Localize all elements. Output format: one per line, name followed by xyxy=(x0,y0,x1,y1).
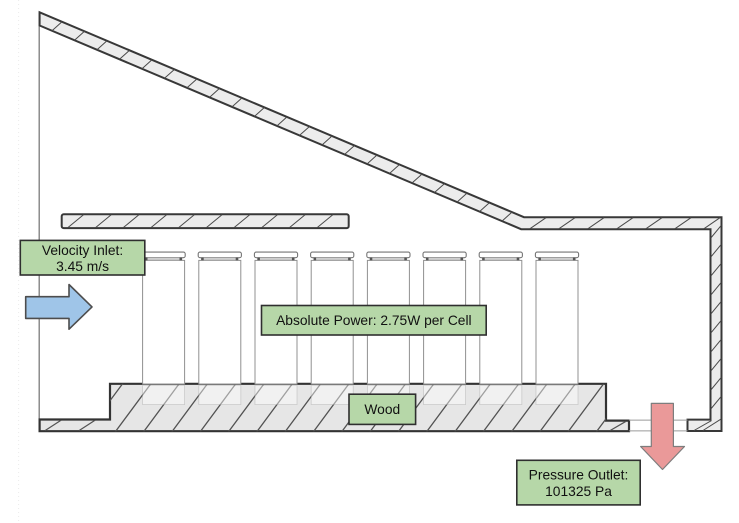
svg-text:101325 Pa: 101325 Pa xyxy=(545,484,612,499)
svg-text:Pressure Outlet:: Pressure Outlet: xyxy=(529,468,629,483)
svg-text:Absolute Power: 2.75W per Cell: Absolute Power: 2.75W per Cell xyxy=(276,313,472,328)
svg-text:3.45 m/s: 3.45 m/s xyxy=(56,259,109,274)
svg-text:Velocity Inlet:: Velocity Inlet: xyxy=(42,243,123,258)
svg-text:Wood: Wood xyxy=(364,402,400,417)
